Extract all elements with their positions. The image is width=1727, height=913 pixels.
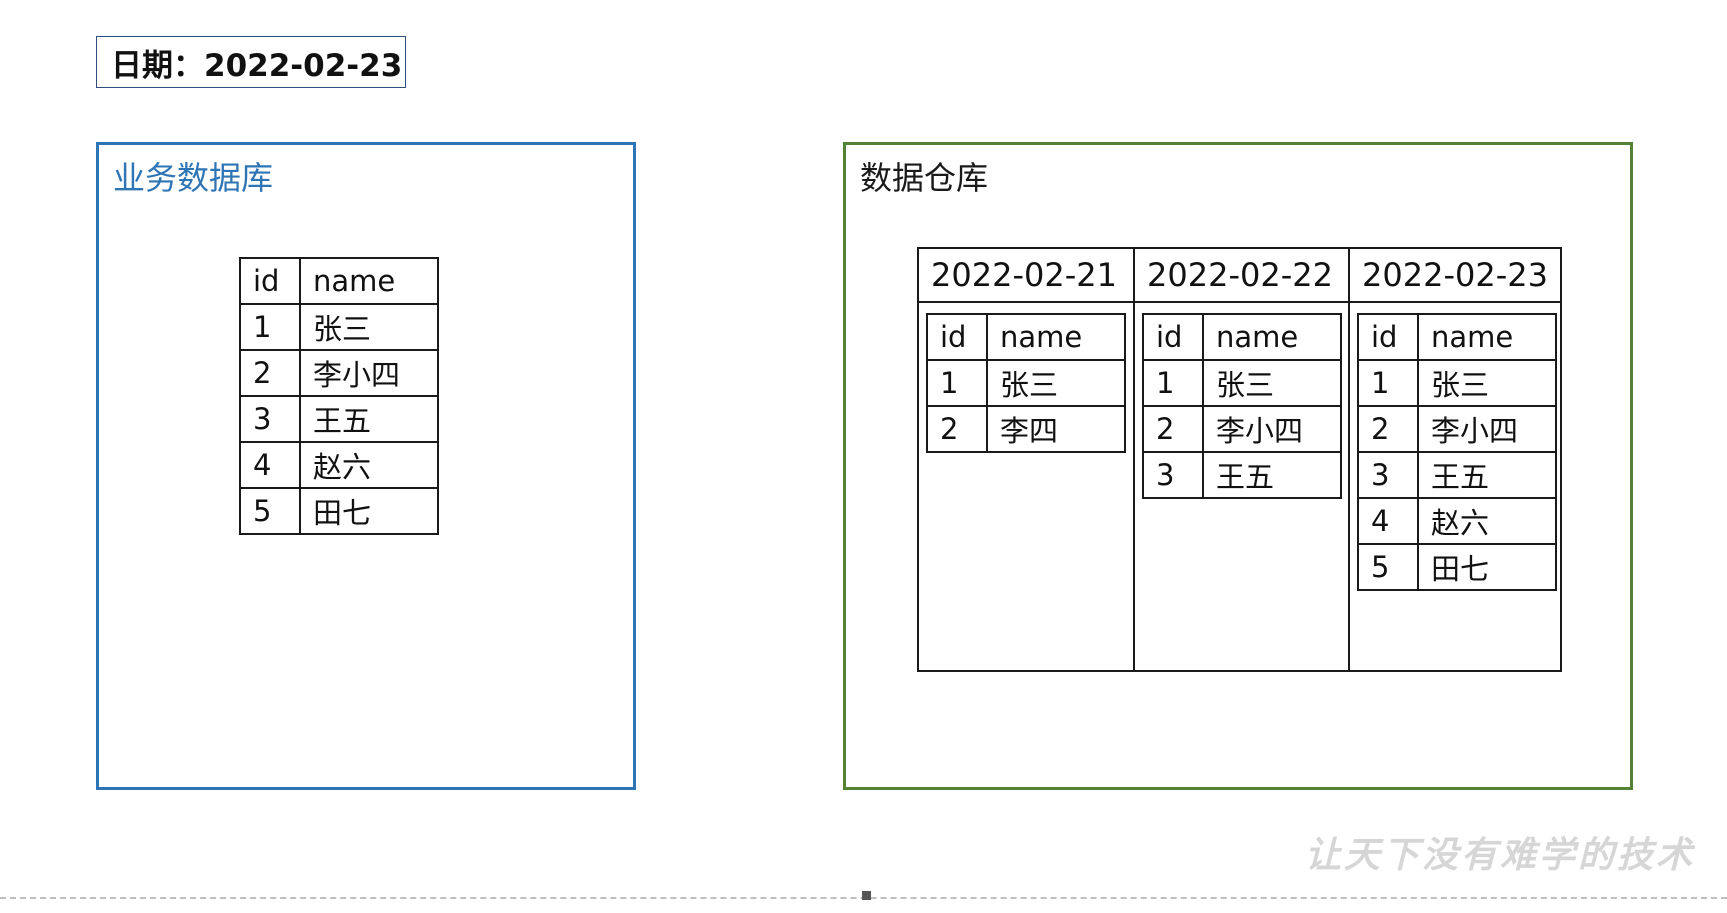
cell-id: 3 — [1357, 451, 1419, 499]
table-row: 2 李小四 — [1357, 405, 1557, 453]
cell-id: 2 — [1142, 405, 1204, 453]
table-header-row: id name — [1357, 313, 1557, 361]
cell-id: 5 — [1357, 543, 1419, 591]
cell-name: 张三 — [986, 359, 1126, 407]
header-cell-id: id — [926, 313, 988, 361]
page-marker — [862, 891, 871, 900]
header-cell-id: id — [1357, 313, 1419, 361]
cell-id: 5 — [239, 487, 301, 535]
business-db-panel: 业务数据库 id name 1 张三 2 李小四 3 王五 4 赵六 — [96, 142, 636, 790]
header-cell-name: name — [1202, 313, 1342, 361]
table-row: 2 李小四 — [239, 349, 439, 397]
table-row: 3 王五 — [239, 395, 439, 443]
header-cell-name: name — [299, 257, 439, 305]
partition-table: id name 1 张三 2 李四 — [926, 313, 1126, 453]
table-header-row: id name — [1142, 313, 1342, 361]
cell-id: 1 — [239, 303, 301, 351]
header-cell-id: id — [1142, 313, 1204, 361]
cell-name: 张三 — [1417, 359, 1557, 407]
table-row: 4 赵六 — [239, 441, 439, 489]
table-header-row: id name — [926, 313, 1126, 361]
data-warehouse-title: 数据仓库 — [860, 159, 989, 197]
cell-name: 李小四 — [1202, 405, 1342, 453]
table-row: 2 李四 — [926, 405, 1126, 453]
header-cell-name: name — [986, 313, 1126, 361]
cell-name: 王五 — [1417, 451, 1557, 499]
partition-2022-02-21: 2022-02-21 id name 1 张三 2 李四 — [919, 249, 1133, 670]
table-row: 2 李小四 — [1142, 405, 1342, 453]
date-label: 日期：2022-02-23 — [96, 36, 406, 88]
cell-name: 王五 — [299, 395, 439, 443]
cell-id: 2 — [239, 349, 301, 397]
date-label-text: 日期：2022-02-23 — [111, 47, 403, 84]
cell-name: 田七 — [299, 487, 439, 535]
business-db-title: 业务数据库 — [113, 159, 274, 197]
partition-table: id name 1 张三 2 李小四 3 王五 — [1142, 313, 1342, 499]
cell-name: 李四 — [986, 405, 1126, 453]
partition-table: id name 1 张三 2 李小四 3 王五 — [1357, 313, 1557, 591]
business-db-table: id name 1 张三 2 李小四 3 王五 4 赵六 5 田七 — [239, 257, 439, 535]
cell-name: 赵六 — [299, 441, 439, 489]
cell-id: 2 — [1357, 405, 1419, 453]
cell-name: 李小四 — [1417, 405, 1557, 453]
cell-name: 田七 — [1417, 543, 1557, 591]
cell-name: 王五 — [1202, 451, 1342, 499]
cell-id: 1 — [1142, 359, 1204, 407]
table-header-row: id name — [239, 257, 439, 305]
header-cell-id: id — [239, 257, 301, 305]
partition-date: 2022-02-21 — [919, 249, 1133, 303]
partition-date: 2022-02-22 — [1135, 249, 1348, 303]
table-row: 1 张三 — [1142, 359, 1342, 407]
partition-2022-02-23: 2022-02-23 id name 1 张三 2 李小四 — [1348, 249, 1560, 670]
cell-id: 4 — [1357, 497, 1419, 545]
cell-name: 张三 — [1202, 359, 1342, 407]
cell-id: 1 — [926, 359, 988, 407]
table-row: 1 张三 — [239, 303, 439, 351]
table-row: 1 张三 — [1357, 359, 1557, 407]
table-row: 3 王五 — [1142, 451, 1342, 499]
partition-date: 2022-02-23 — [1350, 249, 1560, 303]
table-row: 5 田七 — [239, 487, 439, 535]
cell-id: 1 — [1357, 359, 1419, 407]
watermark-slogan: 让天下没有难学的技术 — [1304, 834, 1695, 876]
table-row: 1 张三 — [926, 359, 1126, 407]
cell-id: 2 — [926, 405, 988, 453]
header-cell-name: name — [1417, 313, 1557, 361]
partition-frame: 2022-02-21 id name 1 张三 2 李四 — [917, 247, 1562, 672]
table-row: 5 田七 — [1357, 543, 1557, 591]
data-warehouse-panel: 数据仓库 2022-02-21 id name 1 张三 2 李四 — [843, 142, 1633, 790]
partition-2022-02-22: 2022-02-22 id name 1 张三 2 李小四 — [1133, 249, 1348, 670]
cell-id: 4 — [239, 441, 301, 489]
cell-name: 李小四 — [299, 349, 439, 397]
table-row: 3 王五 — [1357, 451, 1557, 499]
cell-id: 3 — [239, 395, 301, 443]
table-row: 4 赵六 — [1357, 497, 1557, 545]
cell-id: 3 — [1142, 451, 1204, 499]
cell-name: 赵六 — [1417, 497, 1557, 545]
cell-name: 张三 — [299, 303, 439, 351]
